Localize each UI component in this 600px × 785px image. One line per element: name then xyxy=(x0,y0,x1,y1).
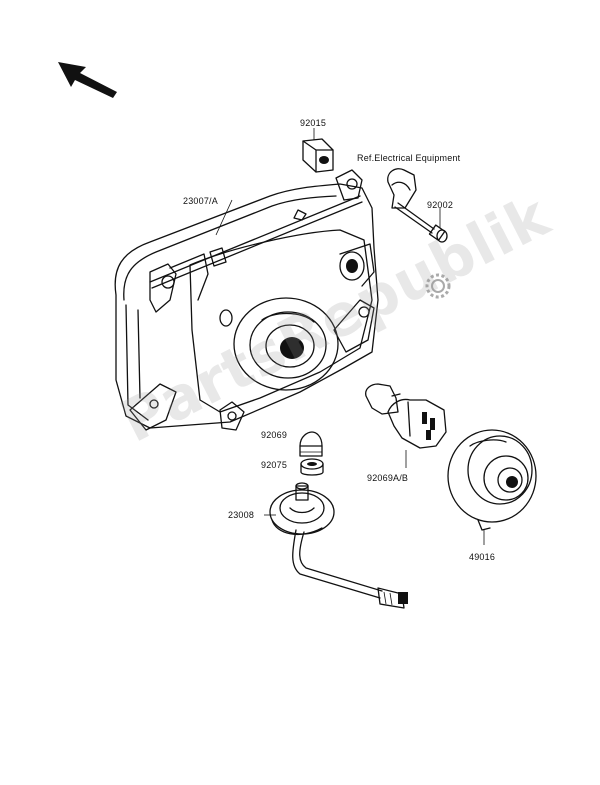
part-label-49016[interactable]: 49016 xyxy=(469,552,496,562)
reference-note-electrical[interactable]: Ref.Electrical Equipment xyxy=(357,153,461,163)
rubber-boot-49016 xyxy=(447,429,537,531)
arrow-up-left-icon xyxy=(58,62,117,98)
halogen-bulb-92069AB xyxy=(365,383,447,449)
bulb-92069 xyxy=(299,431,323,457)
headlight-housing-23007A xyxy=(114,169,379,431)
bolt-92002 xyxy=(394,202,448,243)
part-label-92069[interactable]: 92069 xyxy=(261,430,288,440)
part-label-23008[interactable]: 23008 xyxy=(228,510,255,520)
part-label-92075[interactable]: 92075 xyxy=(261,460,288,470)
clip-nut-92015 xyxy=(302,138,334,173)
grommet-92075 xyxy=(300,458,324,476)
mounting-bracket xyxy=(387,168,417,209)
part-label-92069AB[interactable]: 92069A/B xyxy=(367,473,409,483)
part-label-92015[interactable]: 92015 xyxy=(300,118,327,128)
part-label-92002[interactable]: 92002 xyxy=(427,200,454,210)
socket-harness-23008 xyxy=(269,482,408,609)
gear-icon xyxy=(425,273,451,299)
part-label-23007A[interactable]: 23007/A xyxy=(183,196,218,206)
